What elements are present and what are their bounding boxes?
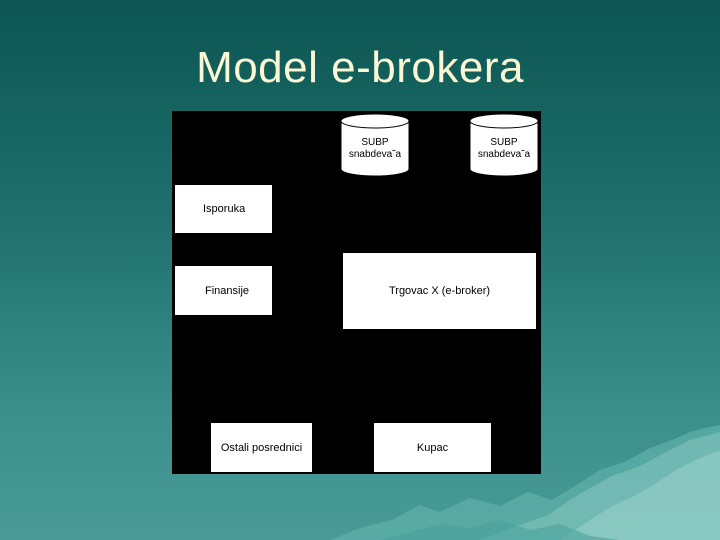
box-label: Kupac bbox=[416, 441, 449, 454]
database-cylinder-icon bbox=[469, 113, 539, 177]
database-supplier-1: SUBP snabdeva˜a bbox=[340, 111, 410, 179]
database-label-line1: SUBP bbox=[490, 137, 518, 148]
diagram-canvas: SUBP snabdeva˜a SUBP snabdeva˜a Isporuka… bbox=[172, 111, 541, 474]
database-cylinder-icon bbox=[340, 113, 410, 177]
database-supplier-2: SUBP snabdeva˜a bbox=[469, 111, 539, 179]
database-label-line2: snabdeva˜a bbox=[477, 149, 531, 160]
box-isporuka: Isporuka bbox=[175, 185, 272, 233]
database-label-line2: snabdeva˜a bbox=[348, 149, 402, 160]
box-label: Isporuka bbox=[203, 203, 246, 215]
box-kupac: Kupac bbox=[374, 423, 491, 472]
box-label: Finansije bbox=[205, 284, 250, 297]
box-label: Ostali posrednici bbox=[220, 441, 303, 454]
database-label-line1: SUBP bbox=[361, 137, 389, 148]
box-finansije: Finansije bbox=[175, 266, 272, 315]
box-trgovac-e-broker: Trgovac X (e-broker) bbox=[343, 253, 536, 329]
box-label: Trgovac X (e-broker) bbox=[388, 285, 491, 297]
box-ostali-posrednici: Ostali posrednici bbox=[211, 423, 312, 472]
slide-title: Model e-brokera bbox=[196, 43, 524, 92]
